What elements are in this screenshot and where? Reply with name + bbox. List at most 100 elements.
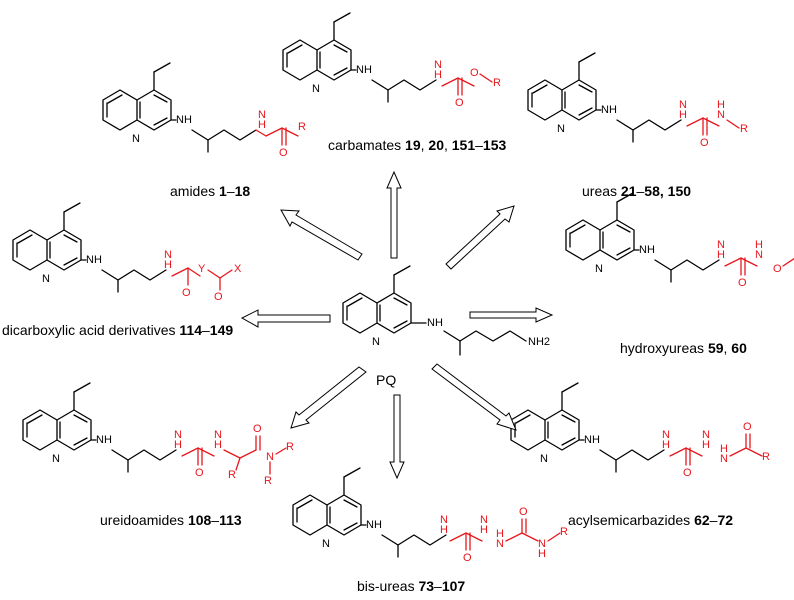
svg-text:H: H — [174, 439, 182, 451]
arrow-to-ureas — [445, 205, 515, 270]
svg-text:N: N — [266, 451, 274, 463]
svg-text:R: R — [740, 123, 748, 135]
caption-ureas: ureas 21–58, 150 — [582, 183, 692, 199]
svg-text:N: N — [322, 538, 330, 550]
svg-text:O: O — [738, 277, 747, 289]
ureidoamide-structure: N NH N H O H N R O N R R — [22, 382, 294, 487]
atom-nh2: NH2 — [528, 336, 550, 348]
svg-text:NH: NH — [96, 434, 112, 446]
svg-text:R: R — [762, 451, 770, 463]
svg-text:O: O — [214, 291, 223, 303]
svg-text:O: O — [519, 506, 528, 518]
hydroxyurea-structure: N NH H N O N H O R — [565, 192, 794, 289]
svg-text:O: O — [455, 97, 464, 109]
svg-text:NH: NH — [176, 114, 192, 126]
svg-text:H: H — [214, 439, 222, 451]
svg-text:H: H — [702, 439, 710, 451]
arrow-to-bisureas — [389, 394, 405, 480]
svg-text:N: N — [720, 453, 728, 465]
svg-text:R: R — [264, 475, 272, 487]
svg-text:H: H — [496, 528, 504, 540]
carbamate-structure: N NH H N O O R — [282, 12, 501, 109]
svg-text:H: H — [717, 99, 725, 111]
svg-text:H: H — [717, 249, 725, 261]
caption-ureidoamides: ureidoamides 108–113 — [100, 512, 242, 528]
svg-text:H: H — [679, 109, 687, 121]
svg-text:R: R — [493, 77, 501, 89]
atom-nh: NH — [427, 317, 443, 329]
svg-text:O: O — [773, 263, 782, 275]
svg-text:NH: NH — [86, 254, 102, 266]
svg-text:R: R — [560, 526, 568, 538]
caption-carbamates: carbamates 19, 20, 151–153 — [328, 137, 507, 153]
pq-structure: N NH NH2 — [342, 265, 550, 356]
svg-text:N: N — [702, 429, 710, 441]
arrow-to-ureidoamides — [290, 366, 367, 429]
svg-text:N: N — [164, 249, 172, 261]
svg-text:H: H — [538, 548, 546, 560]
arrow-to-dicarboxylic — [240, 309, 331, 328]
svg-text:N: N — [42, 273, 50, 285]
svg-text:R: R — [228, 469, 236, 481]
svg-text:R: R — [286, 441, 294, 453]
svg-text:O: O — [195, 467, 204, 479]
svg-text:N: N — [717, 109, 725, 121]
svg-text:H: H — [662, 439, 670, 451]
amide-structure: N NH H N O R — [102, 62, 306, 159]
bisurea-structure: N NH N H O H N N H O N H R — [292, 467, 568, 564]
svg-text:N: N — [52, 453, 60, 465]
svg-text:NH: NH — [601, 104, 617, 116]
svg-text:N: N — [480, 514, 488, 526]
svg-text:H: H — [258, 119, 266, 131]
svg-text:R: R — [298, 121, 306, 133]
svg-text:H: H — [480, 524, 488, 536]
svg-text:Y: Y — [198, 263, 206, 275]
svg-text:N: N — [496, 538, 504, 550]
svg-text:N: N — [595, 263, 603, 275]
svg-text:H: H — [720, 443, 728, 455]
svg-text:O: O — [683, 467, 692, 479]
caption-acylsemicarbazides: acylsemicarbazides 62–72 — [568, 512, 734, 528]
svg-text:O: O — [700, 137, 709, 149]
svg-text:H: H — [434, 69, 442, 81]
svg-text:N: N — [540, 453, 548, 465]
svg-text:O: O — [253, 423, 262, 435]
dicarboxylic-structure: N NH N H O Y O X — [12, 202, 242, 303]
svg-text:N: N — [258, 109, 266, 121]
caption-bisureas: bis-ureas 73–107 — [357, 578, 466, 594]
arrow-to-carbamates — [386, 170, 402, 259]
svg-text:NH: NH — [639, 244, 655, 256]
svg-text:N: N — [434, 59, 442, 71]
caption-amides: amides 1–18 — [170, 183, 251, 199]
svg-text:O: O — [279, 147, 288, 159]
svg-text:N: N — [132, 133, 140, 145]
svg-text:NH: NH — [356, 64, 372, 76]
svg-text:O: O — [463, 552, 472, 564]
svg-text:N: N — [174, 429, 182, 441]
svg-text:O: O — [182, 287, 191, 299]
caption-hydroxyureas: hydroxyureas 59, 60 — [620, 340, 747, 356]
arrow-to-hydroxyureas — [469, 307, 554, 323]
caption-dicarboxylic: dicarboxylic acid derivatives 114–149 — [2, 322, 234, 338]
arrow-to-amides — [280, 209, 363, 261]
svg-text:H: H — [440, 524, 448, 536]
svg-text:NH: NH — [584, 434, 600, 446]
svg-text:N: N — [214, 429, 222, 441]
svg-text:N: N — [440, 514, 448, 526]
svg-text:N: N — [717, 239, 725, 251]
svg-text:N: N — [679, 99, 687, 111]
svg-text:H: H — [755, 239, 763, 251]
svg-text:NH: NH — [366, 519, 382, 531]
svg-text:N: N — [662, 429, 670, 441]
acylsemicarbazide-structure: N NH N H O H N N H O R — [510, 382, 770, 479]
svg-text:O: O — [470, 67, 479, 79]
arrow-to-acylsemicarbazides — [431, 363, 517, 431]
svg-text:N: N — [312, 83, 320, 95]
svg-text:H: H — [164, 259, 172, 271]
svg-text:X: X — [234, 263, 242, 275]
svg-text:N: N — [538, 538, 546, 550]
atom-n: N — [372, 336, 380, 348]
urea-structure: N NH H N O N H R — [527, 52, 748, 149]
center-label: PQ — [376, 372, 397, 388]
